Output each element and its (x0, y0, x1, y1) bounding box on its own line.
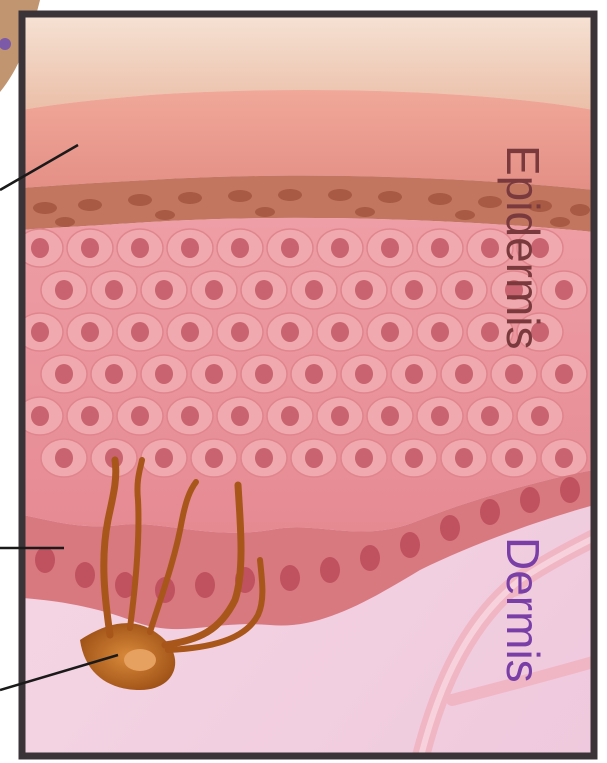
cell-nucleus (431, 322, 449, 342)
cell-nucleus (255, 280, 273, 300)
cell-nucleus (131, 406, 149, 426)
dermis-label: Dermis (497, 537, 549, 683)
cell-nucleus (405, 448, 423, 468)
cell-nucleus (481, 322, 499, 342)
basal-nucleus (480, 499, 500, 525)
cell-nucleus (555, 280, 573, 300)
cell-nucleus (381, 322, 399, 342)
cell-nucleus (155, 364, 173, 384)
cell-nucleus (355, 448, 373, 468)
cell-nucleus (305, 448, 323, 468)
cell-nucleus (505, 364, 523, 384)
cell-nucleus (455, 448, 473, 468)
cell-nucleus (155, 280, 173, 300)
cell-nucleus (331, 406, 349, 426)
cell-nucleus (81, 406, 99, 426)
cell-nucleus (155, 448, 173, 468)
cell-nucleus (181, 322, 199, 342)
basal-nucleus (560, 477, 580, 503)
cell-nucleus (405, 280, 423, 300)
basal-nucleus (280, 565, 300, 591)
cell-nucleus (181, 406, 199, 426)
cell-nucleus (231, 406, 249, 426)
cell-nucleus (405, 364, 423, 384)
cell-nucleus (131, 322, 149, 342)
cell-nucleus (305, 280, 323, 300)
cell-nucleus (131, 238, 149, 258)
cell-nucleus (205, 448, 223, 468)
cell-nucleus (381, 406, 399, 426)
cell-nucleus (431, 238, 449, 258)
cell-nucleus (555, 448, 573, 468)
cell-nucleus (331, 322, 349, 342)
cell-nucleus (81, 322, 99, 342)
cell-nucleus (55, 448, 73, 468)
cell-nucleus (255, 364, 273, 384)
cell-nucleus (105, 280, 123, 300)
cell-nucleus (31, 238, 49, 258)
basal-nucleus (35, 547, 55, 573)
cell-nucleus (481, 238, 499, 258)
cell-nucleus (555, 364, 573, 384)
cell-nucleus (205, 364, 223, 384)
basal-nucleus (320, 557, 340, 583)
cell-nucleus (455, 364, 473, 384)
cell-nucleus (231, 322, 249, 342)
cell-nucleus (355, 280, 373, 300)
basal-nucleus (440, 515, 460, 541)
cell-nucleus (255, 448, 273, 468)
cell-nucleus (281, 238, 299, 258)
cell-nucleus (305, 364, 323, 384)
basal-nucleus (520, 487, 540, 513)
cell-nucleus (205, 280, 223, 300)
basal-nucleus (360, 545, 380, 571)
cell-nucleus (81, 238, 99, 258)
basal-nucleus (400, 532, 420, 558)
cell-nucleus (531, 406, 549, 426)
basal-nucleus (75, 562, 95, 588)
cell-nucleus (31, 406, 49, 426)
cell-nucleus (281, 406, 299, 426)
cell-nucleus (31, 322, 49, 342)
cell-nucleus (331, 238, 349, 258)
cell-nucleus (431, 406, 449, 426)
cell-nucleus (231, 238, 249, 258)
cell-nucleus (381, 238, 399, 258)
basal-nucleus (195, 572, 215, 598)
cell-nucleus (55, 364, 73, 384)
cell-nucleus (181, 238, 199, 258)
cell-nucleus (481, 406, 499, 426)
cell-nucleus (355, 364, 373, 384)
cell-nucleus (105, 364, 123, 384)
cell-nucleus (505, 448, 523, 468)
cell-nucleus (281, 322, 299, 342)
epidermis-label: Epidermis (497, 145, 549, 350)
cell-nucleus (55, 280, 73, 300)
cell-nucleus (455, 280, 473, 300)
